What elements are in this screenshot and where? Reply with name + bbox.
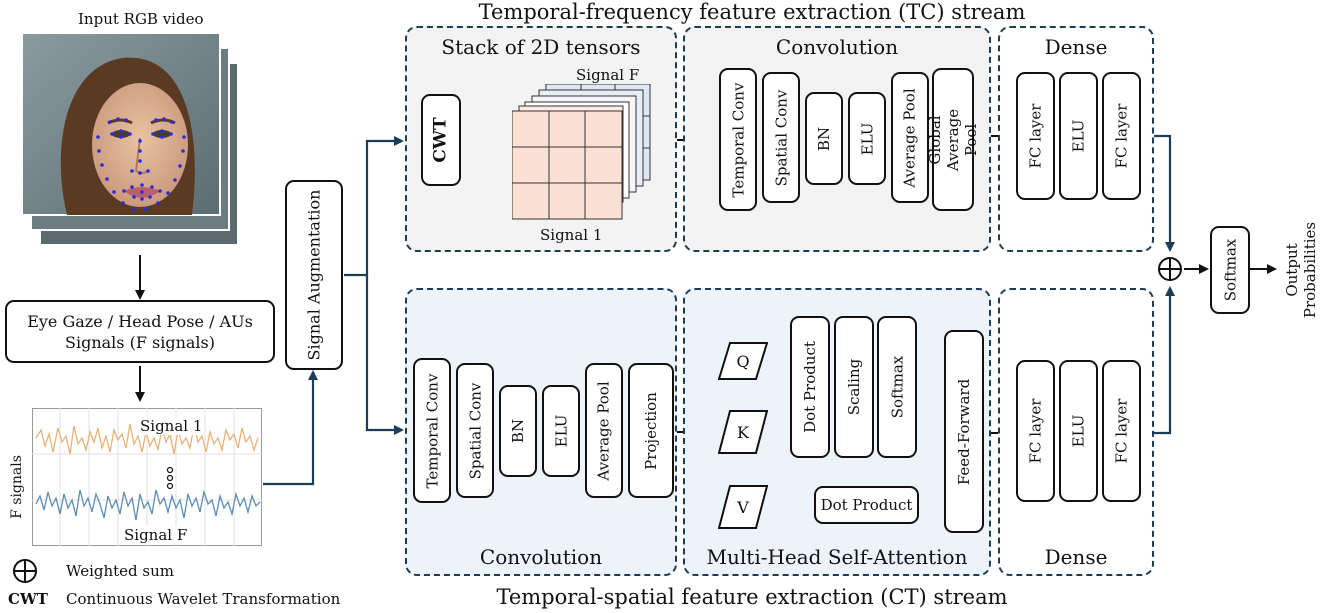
softmax-attn-box: Softmax <box>877 316 917 458</box>
ct-elu-box: ELU <box>542 385 580 477</box>
legend-cwt-text: Continuous Wavelet Transformation <box>66 590 341 608</box>
plot-signal-f-label: Signal F <box>124 526 188 544</box>
v-box: V <box>718 485 768 529</box>
tc-dense-elu-box: ELU <box>1059 72 1098 200</box>
face-frames-image <box>21 32 239 246</box>
ct-spatial-conv-label: Spatial Conv <box>466 382 485 479</box>
signal-plot: Signal 1 Signal F <box>32 408 262 546</box>
signals-box-line1: Eye Gaze / Head Pose / AUs <box>27 311 253 331</box>
signal-augmentation-box: Signal Augmentation <box>285 180 343 370</box>
tc-spatial-conv-box: Spatial Conv <box>762 72 800 203</box>
tensor-top-label: Signal F <box>576 66 640 84</box>
signal-f-line <box>35 489 261 521</box>
k-label: K <box>737 422 749 442</box>
ct-bn-label: BN <box>509 418 527 444</box>
ct-spatial-conv-box: Spatial Conv <box>456 363 494 498</box>
signals-box-line2: Signals (F signals) <box>65 332 215 352</box>
cwt-box: CWT <box>421 94 461 186</box>
tc-average-pool-box: Average Pool <box>891 72 929 203</box>
tc-fc-layer-2-label: FC layer <box>1112 103 1131 169</box>
dot-product-label: Dot Product <box>801 341 819 433</box>
ct-fc-layer-2-box: FC layer <box>1102 360 1141 502</box>
q-label: Q <box>736 351 750 371</box>
tc-dense-elu-label: ELU <box>1069 119 1088 153</box>
arrow-aug-to-ct <box>365 275 404 435</box>
arrow-dense-tc-to-sum <box>1154 134 1175 252</box>
v-label: V <box>737 497 749 517</box>
ct-dense-panel-title: Dense <box>1044 545 1108 569</box>
tensor-stack <box>511 83 658 224</box>
ct-average-pool-label: Average Pool <box>595 380 613 481</box>
arrow-plot-to-augmentation <box>263 370 318 486</box>
ct-bn-box: BN <box>499 385 537 477</box>
weighted-sum-icon <box>12 558 38 584</box>
dot-product-2-box: Dot Product <box>814 486 919 524</box>
tc-spatial-conv-label: Spatial Conv <box>772 89 791 186</box>
ct-fc-layer-1-box: FC layer <box>1016 360 1055 502</box>
dot-product-box: Dot Product <box>790 316 830 458</box>
output-probabilities: Output Probabilities <box>1277 210 1325 330</box>
ct-temporal-conv-label: Temporal Conv <box>423 373 441 488</box>
ct-projection-box: Projection <box>628 363 674 498</box>
scaling-box: Scaling <box>834 316 874 458</box>
tc-bn-box: BN <box>805 92 843 185</box>
tc-fc-layer-2-box: FC layer <box>1102 72 1141 200</box>
ct-fc-layer-1-label: FC layer <box>1026 398 1045 464</box>
plot-ylabel: F signals <box>9 455 26 519</box>
plot-ylabel-wrap: F signals <box>6 455 28 519</box>
output-softmax-label: Softmax <box>1221 238 1240 302</box>
dot-product-2-label: Dot Product <box>820 495 913 514</box>
weighted-sum-node-icon <box>1157 256 1183 282</box>
output-label-line2: Probabilities <box>1301 221 1320 319</box>
q-box: Q <box>718 342 768 380</box>
ct-conv-panel-title: Convolution <box>479 545 603 569</box>
tc-elu-box: ELU <box>848 92 886 185</box>
feed-forward-box: Feed-Forward <box>944 330 984 533</box>
ct-average-pool-box: Average Pool <box>585 363 623 498</box>
ct-elu-label: ELU <box>551 414 570 448</box>
tc-dense-panel-title: Dense <box>1044 35 1108 59</box>
output-softmax-box: Softmax <box>1210 226 1250 314</box>
ct-stream-title: Temporal-spatial feature extraction (CT)… <box>496 585 1008 609</box>
cwt-label: CWT <box>431 117 451 163</box>
tensor-bottom-label: Signal 1 <box>540 226 603 244</box>
ct-attention-panel-title: Multi-Head Self-Attention <box>706 545 968 569</box>
ct-dense-elu-box: ELU <box>1059 360 1098 502</box>
signal-1-line <box>35 423 259 455</box>
tc-elu-label: ELU <box>857 122 876 155</box>
tc-average-pool-label: Average Pool <box>901 87 919 188</box>
tc-stack-panel-title: Stack of 2D tensors <box>441 35 641 59</box>
face-video-stack <box>21 32 240 248</box>
arrow-aug-to-tc <box>344 136 404 277</box>
ct-dense-elu-label: ELU <box>1069 414 1088 448</box>
output-label-line1: Output <box>1283 243 1302 297</box>
signals-box: Eye Gaze / Head Pose / AUs Signals (F si… <box>5 300 275 363</box>
tc-global-average-pool-box: Global Average Pool <box>926 68 980 211</box>
tc-conv-panel-title: Convolution <box>775 35 899 59</box>
plot-signal-1-label: Signal 1 <box>140 417 203 435</box>
tc-global-average-pool-label: Global Average Pool <box>926 108 981 171</box>
ct-projection-label: Projection <box>642 391 660 470</box>
ct-fc-layer-2-label: FC layer <box>1112 398 1131 464</box>
arrow-dense-ct-to-sum <box>1154 286 1175 435</box>
feed-forward-label: Feed-Forward <box>955 378 974 485</box>
k-box: K <box>718 410 768 454</box>
scaling-label: Scaling <box>845 358 864 416</box>
legend-cwt-symbol: CWT <box>8 590 48 608</box>
tc-fc-layer-1-label: FC layer <box>1026 103 1045 169</box>
tensor-stack-svg <box>511 83 651 220</box>
tc-temporal-conv-label: Temporal Conv <box>729 82 747 197</box>
tc-fc-layer-1-box: FC layer <box>1016 72 1055 200</box>
ct-temporal-conv-box: Temporal Conv <box>413 358 451 503</box>
legend-weighted-sum: Weighted sum <box>66 562 174 580</box>
tc-temporal-conv-box: Temporal Conv <box>719 68 757 211</box>
tc-bn-label: BN <box>815 126 833 151</box>
softmax-attn-label: Softmax <box>888 355 907 419</box>
signal-augmentation-label: Signal Augmentation <box>304 189 323 361</box>
input-video-label: Input RGB video <box>78 10 204 28</box>
tc-stream-title: Temporal-frequency feature extraction (T… <box>478 0 1026 24</box>
